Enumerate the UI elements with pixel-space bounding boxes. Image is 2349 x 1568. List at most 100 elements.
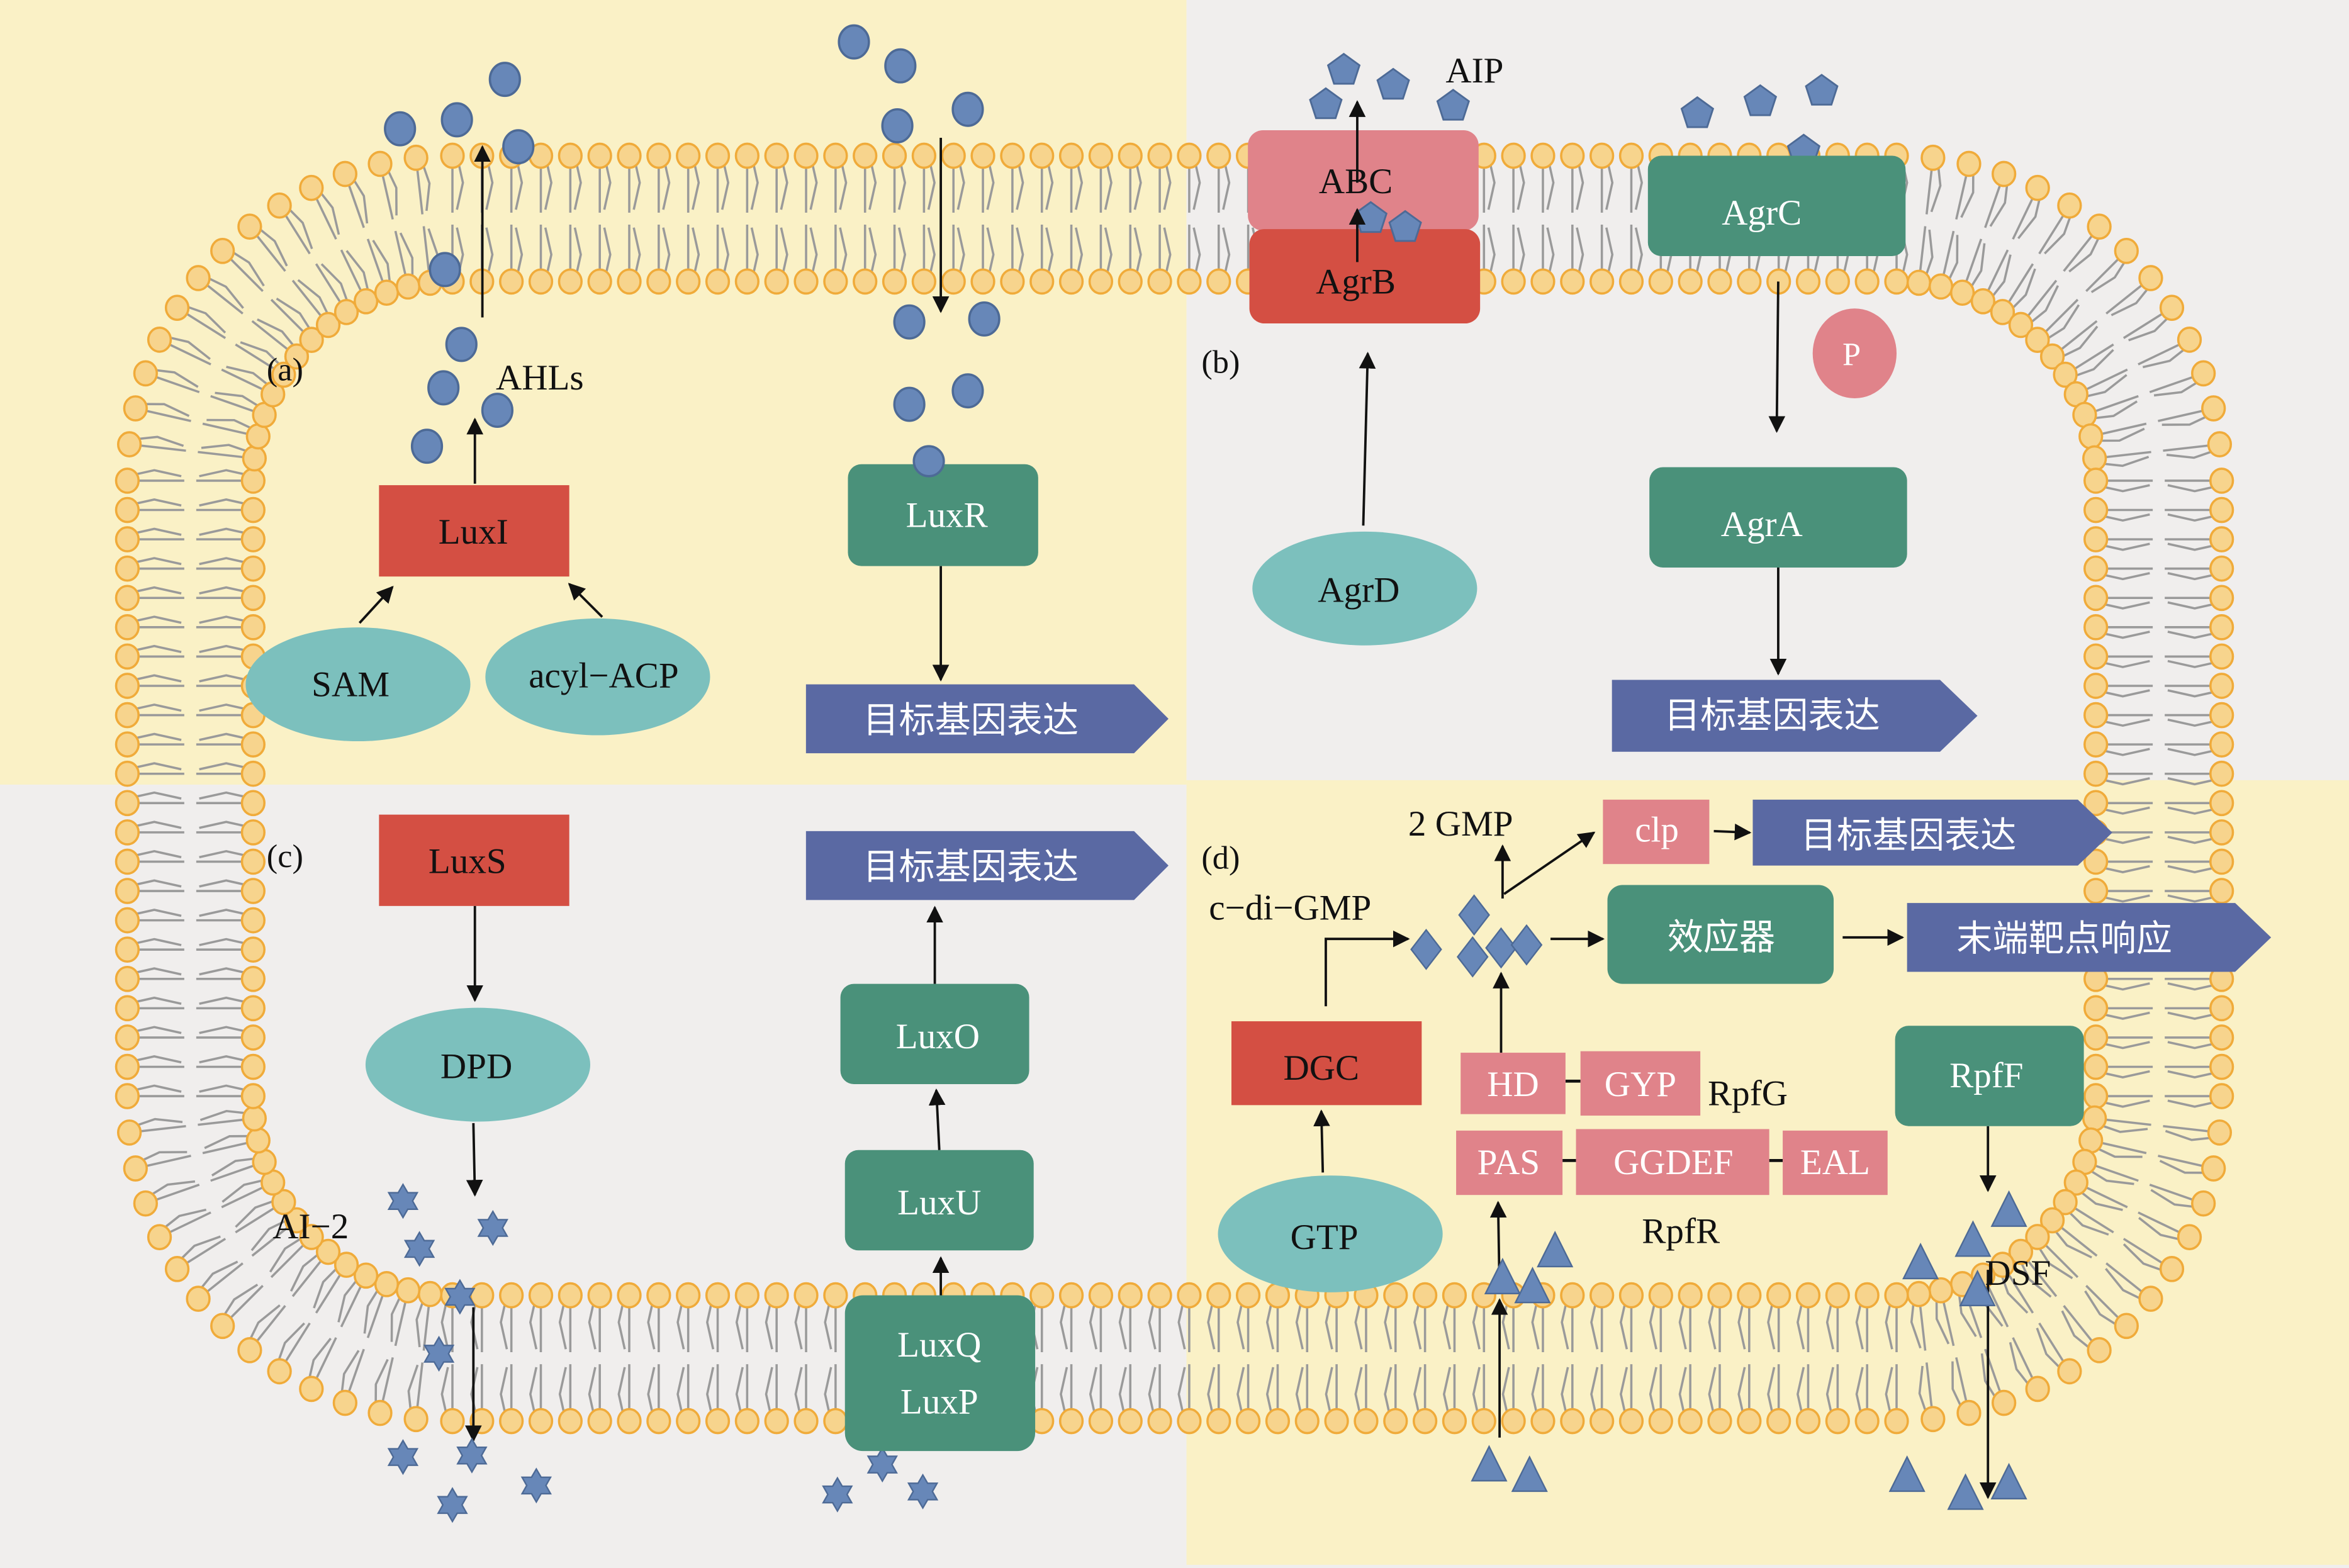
lipid-head	[240, 848, 266, 875]
lipid-head	[764, 268, 789, 295]
lipid-head	[2083, 526, 2109, 552]
lipid-head	[240, 790, 266, 817]
lipid-head	[1737, 1282, 1762, 1309]
lipid-head	[2209, 995, 2234, 1022]
lipid-head	[587, 268, 612, 295]
ahl-molecule	[884, 48, 917, 84]
lipid-head	[1707, 268, 1732, 295]
lipid-head	[1992, 1389, 2017, 1416]
lipid-head	[2083, 555, 2109, 582]
c-di-gmp-label: c−di−GMP	[1209, 888, 1371, 927]
lipid-head	[2082, 445, 2107, 472]
lipid-head	[2114, 1313, 2139, 1340]
lipid-head	[1383, 1408, 1408, 1435]
rpfr-ggdef-domain	[1576, 1129, 1769, 1196]
lipid-head	[2083, 468, 2109, 494]
lipid-head	[1737, 268, 1762, 295]
lipid-head	[1618, 268, 1644, 295]
lipid-head	[299, 1224, 324, 1250]
lipid-head	[2207, 431, 2233, 457]
rpfr-eal-domain	[1783, 1130, 1888, 1196]
lipid-head	[2025, 174, 2050, 201]
lipid-head	[240, 468, 266, 494]
luxu-to-luxo-arrow	[928, 1088, 946, 1150]
lipid-head	[271, 1189, 296, 1216]
rpfr-label: RpfR	[1642, 1211, 1720, 1251]
lipid-head	[705, 1282, 731, 1309]
lipid-head	[1118, 142, 1143, 169]
lipid-head	[115, 760, 140, 787]
lipid-head	[2209, 526, 2234, 552]
panel-c-output-label: 目标基因表达	[863, 846, 1079, 888]
lipid-head	[403, 1406, 429, 1433]
lipid-head	[1648, 1408, 1673, 1435]
aip-molecule	[1743, 84, 1778, 116]
lipid-head	[1990, 1252, 2015, 1278]
abc-label: ABC	[1319, 162, 1393, 201]
lipid-head	[941, 142, 966, 169]
agrb-label: AgrB	[1316, 262, 1396, 301]
lipid-head	[558, 142, 583, 169]
agrc-to-agra-arrow	[1768, 281, 1786, 434]
dgc-to-c-di-gmp-arrow	[1325, 930, 1410, 1007]
lipid-head	[764, 1282, 789, 1309]
lipid-head	[115, 526, 140, 552]
lipid-head	[1265, 1408, 1291, 1435]
lipid-head	[2209, 468, 2234, 494]
lipid-head	[1648, 268, 1673, 295]
lipid-head	[299, 1375, 324, 1403]
lipid-head	[240, 1053, 266, 1080]
lipid-head	[558, 1408, 583, 1435]
c-di-gmp-to-clp-arrow	[1503, 831, 1596, 895]
lipid-head	[1560, 268, 1585, 295]
lipid-head	[2138, 265, 2163, 291]
lipid-head	[1854, 1282, 1880, 1309]
c-di-gmp-molecule	[1485, 927, 1517, 969]
lipid-head	[1949, 279, 1975, 306]
panel-d-output-2-label: 末端靶点响应	[1956, 918, 2172, 960]
sam-label: SAM	[311, 665, 390, 705]
lipid-head	[1029, 268, 1055, 295]
lipid-head	[353, 288, 379, 315]
luxo-box	[840, 983, 1029, 1085]
lipid-head	[1412, 1282, 1438, 1309]
dsf-molecule	[1902, 1243, 1939, 1280]
lipid-head	[1530, 1408, 1556, 1435]
lipid-head	[2008, 311, 2034, 339]
lipid-head	[646, 142, 671, 169]
lipid-head	[1956, 1399, 1982, 1426]
dsf-molecule	[1514, 1267, 1551, 1304]
ahl-molecule	[502, 129, 535, 165]
lipid-head	[2209, 760, 2234, 787]
lipid-head	[374, 279, 400, 306]
lipid-head	[1501, 268, 1526, 295]
lipid-head	[1854, 268, 1880, 295]
lipid-head	[240, 614, 266, 641]
ai2-molecule	[387, 1183, 419, 1219]
lipid-head	[2078, 1127, 2104, 1154]
lipid-head	[334, 1252, 359, 1278]
lipid-head	[1707, 1408, 1732, 1435]
ai2-molecule	[822, 1476, 853, 1513]
lipid-head	[1766, 1408, 1791, 1435]
lipid-head	[1206, 142, 1231, 169]
ai2-molecule	[437, 1487, 468, 1523]
ahl-molecules	[384, 24, 1001, 464]
lipid-head	[676, 268, 701, 295]
lipid-head	[1992, 160, 2017, 188]
acyl-acp-ellipse	[485, 618, 710, 736]
lipid-head	[1147, 1408, 1172, 1435]
ai2-molecule	[907, 1473, 939, 1509]
lipid-head	[764, 1408, 789, 1435]
acyl-acp-label: acyl−ACP	[529, 656, 678, 695]
lipid-head	[2201, 395, 2226, 422]
lipid-head	[2209, 585, 2234, 612]
rpfr-eal-label: EAL	[1800, 1143, 1870, 1182]
lipid-head	[2087, 213, 2112, 240]
lipid-head	[115, 819, 140, 846]
lipid-head	[116, 1119, 142, 1146]
lipid-head	[245, 423, 271, 450]
lipid-head	[587, 1282, 612, 1309]
lipid-head	[1825, 1282, 1850, 1309]
panel-c-output-arrow-box	[805, 831, 1169, 900]
